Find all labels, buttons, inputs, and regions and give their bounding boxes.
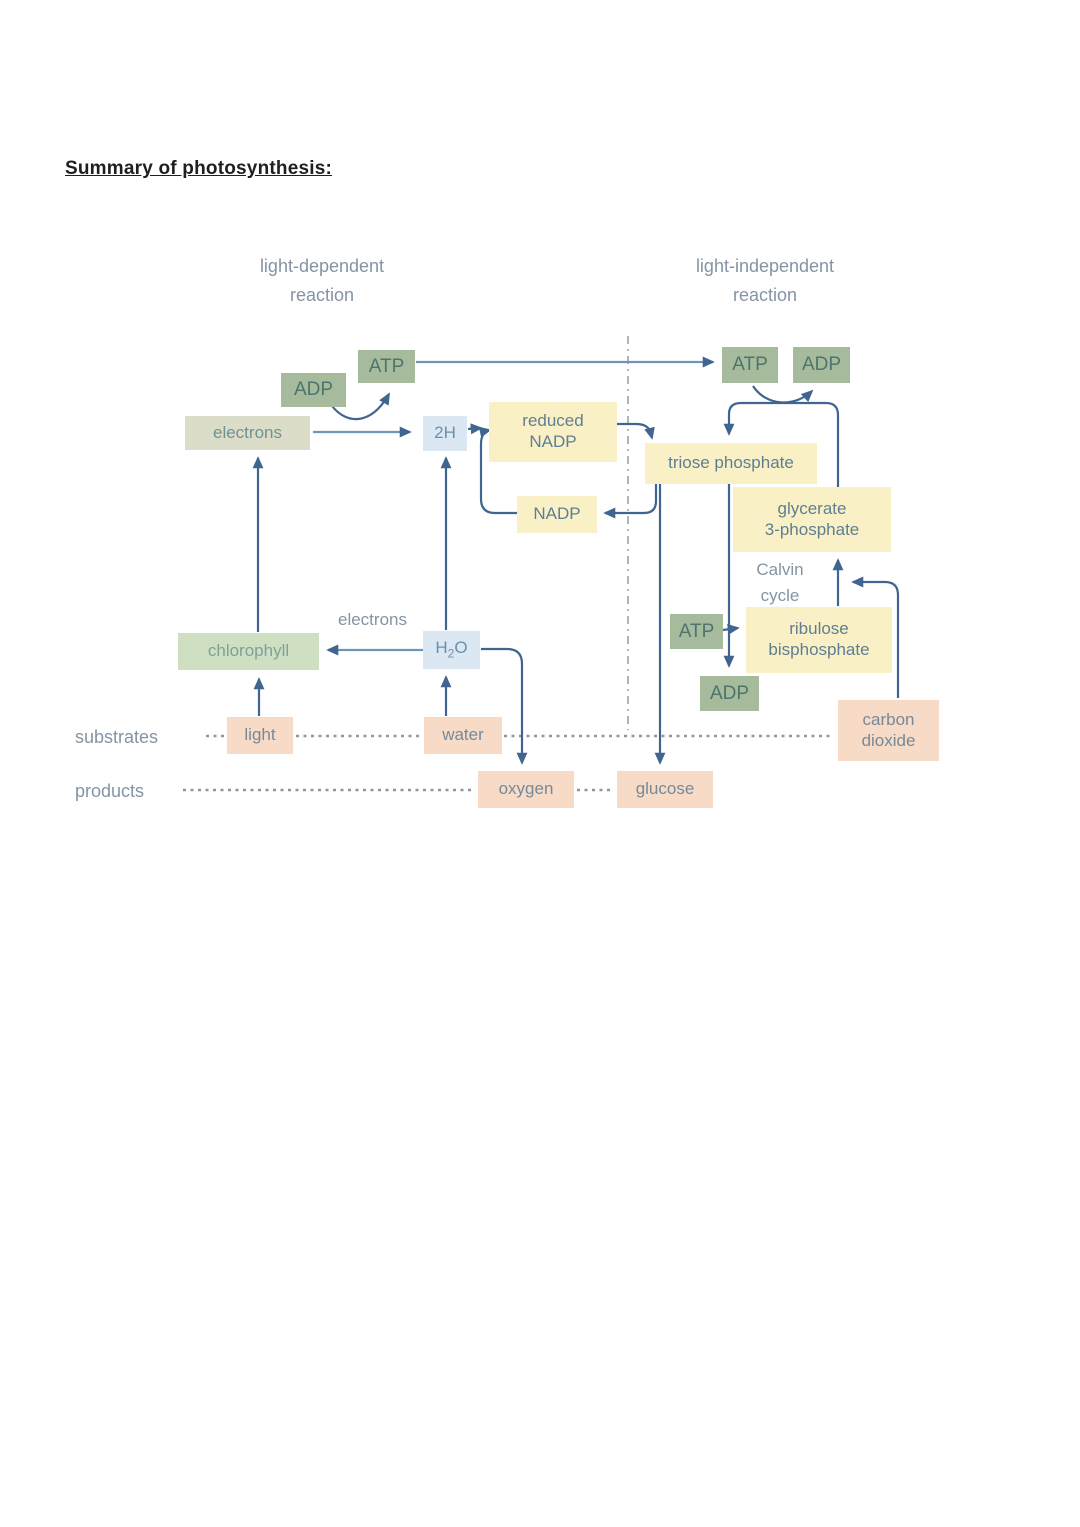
arrow-atp-junction-to-ribulose — [722, 623, 740, 635]
arrow-2h-to-reduced-nadp — [467, 423, 483, 435]
node-glycerate-3-phosphate: glycerate 3-phosphate — [733, 487, 891, 552]
node-2h: 2H — [423, 416, 467, 451]
arrow-triose-to-nadp — [603, 484, 658, 519]
arrow-atp-to-adp-right — [752, 385, 814, 404]
node-chlorophyll: chlorophyll — [178, 633, 319, 670]
h2o-subscript: 2 — [447, 646, 455, 661]
node-light: light — [227, 717, 293, 754]
node-nadp: NADP — [517, 496, 597, 533]
node-reduced-nadp: reduced NADP — [489, 402, 617, 462]
page-title: Summary of photosynthesis: — [65, 158, 333, 179]
arrow-reduced-nadp-to-triose — [617, 422, 655, 440]
node-triose-phosphate: triose phosphate — [645, 443, 817, 484]
node-adp-light-independent: ADP — [793, 347, 850, 383]
node-oxygen: oxygen — [478, 771, 574, 808]
node-electrons: electrons — [185, 416, 310, 450]
node-h2o: H2O — [423, 631, 480, 669]
node-adp-light-dependent: ADP — [281, 373, 346, 407]
node-adp-calvin: ADP — [700, 676, 759, 711]
node-atp-light-independent: ATP — [722, 347, 778, 383]
node-atp-calvin: ATP — [670, 614, 723, 649]
label-calvin-cycle: Calvin cycle — [756, 560, 804, 606]
node-atp-light-dependent: ATP — [358, 350, 415, 383]
label-products: products — [75, 781, 145, 801]
node-glucose: glucose — [617, 771, 713, 808]
label-electrons-flow: electrons — [338, 610, 407, 629]
section-title-light-dependent: light-dependent reaction — [259, 256, 385, 305]
node-water: water — [424, 717, 502, 754]
node-ribulose-bisphosphate: ribulose bisphosphate — [746, 607, 892, 673]
label-substrates: substrates — [75, 727, 159, 747]
h2o-formula: H2O — [435, 638, 468, 661]
section-title-light-independent: light-independent reaction — [695, 256, 835, 305]
node-carbon-dioxide: carbon dioxide — [838, 700, 939, 761]
